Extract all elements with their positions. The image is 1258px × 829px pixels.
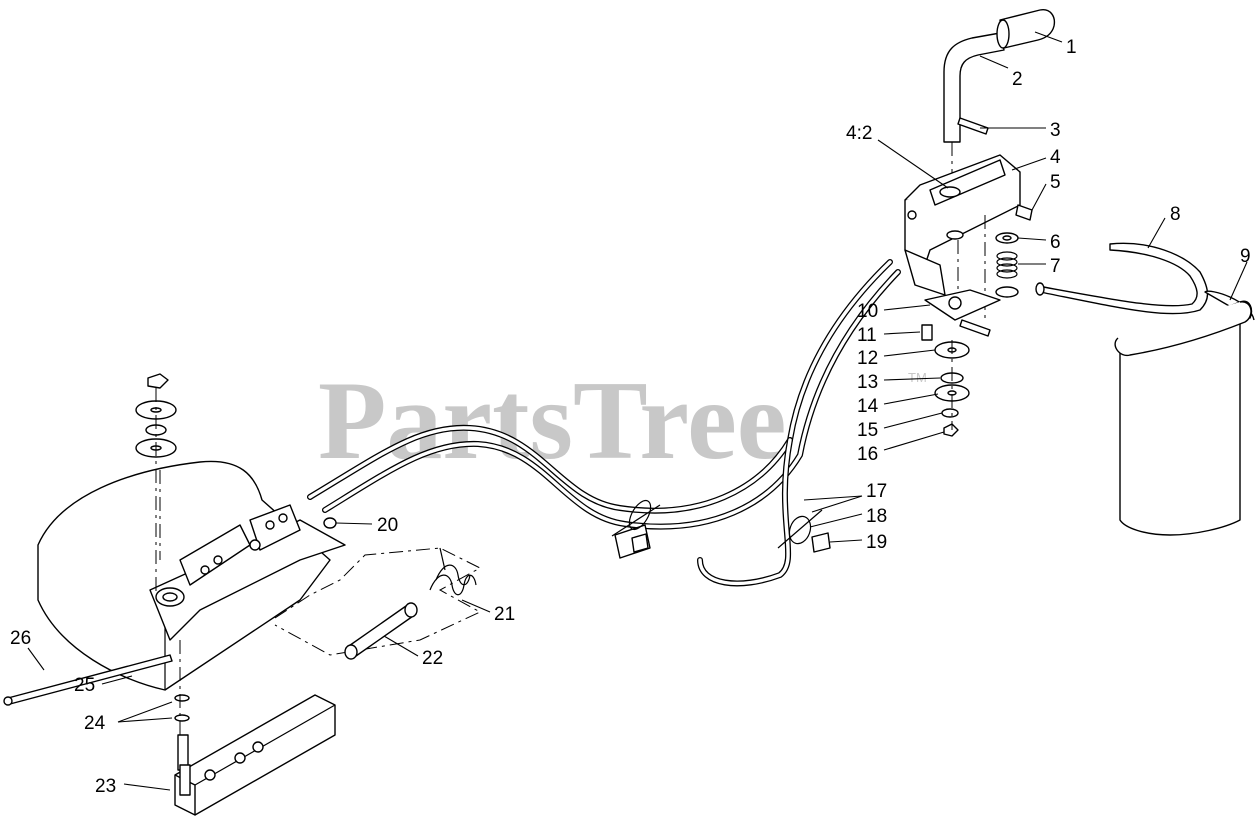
control-cables xyxy=(307,259,901,587)
watermark-trademark: TM xyxy=(908,370,927,385)
cover-sleeve xyxy=(1114,290,1255,536)
wire-handle xyxy=(1035,242,1209,315)
callout-9: 9 xyxy=(1240,246,1251,267)
callout-24: 24 xyxy=(84,713,106,734)
callout-22: 22 xyxy=(422,648,443,669)
control-bracket xyxy=(904,154,1033,437)
watermark-text: PartsTree xyxy=(318,359,787,483)
callout-15: 15 xyxy=(857,420,878,441)
control-handle xyxy=(943,9,1056,175)
callout-3: 3 xyxy=(1050,120,1061,141)
deflector-assembly xyxy=(174,640,336,816)
chute-hardware-stack xyxy=(135,373,177,600)
callout-26: 26 xyxy=(10,628,31,649)
callout-labels: 1 2 3 4:2 4 5 6 7 8 9 10 11 12 13 14 15 … xyxy=(10,37,1251,797)
callout-5: 5 xyxy=(1050,172,1061,193)
callout-4: 4 xyxy=(1050,147,1061,168)
pivot-rod xyxy=(3,654,173,706)
cable-clamps xyxy=(611,499,831,559)
callout-10: 10 xyxy=(857,301,878,322)
callout-25: 25 xyxy=(74,675,95,696)
callout-21: 21 xyxy=(494,604,515,625)
bracket-spring xyxy=(996,251,1018,279)
callout-17: 17 xyxy=(866,481,887,502)
callout-16: 16 xyxy=(857,444,878,465)
callout-6: 6 xyxy=(1050,232,1061,253)
watermark: PartsTree TM xyxy=(318,359,927,483)
callout-7: 7 xyxy=(1050,256,1061,277)
leader-lines xyxy=(27,31,1248,791)
callout-14: 14 xyxy=(857,396,879,417)
callout-20: 20 xyxy=(377,515,398,536)
callout-19: 19 xyxy=(866,532,887,553)
callout-8: 8 xyxy=(1170,204,1181,225)
spring-and-tube xyxy=(274,517,482,660)
spring xyxy=(429,547,477,596)
callout-2: 2 xyxy=(1012,69,1023,90)
discharge-chute xyxy=(37,460,346,691)
callout-11: 11 xyxy=(857,325,877,346)
callout-23: 23 xyxy=(95,776,116,797)
callout-13: 13 xyxy=(857,372,878,393)
callout-18: 18 xyxy=(866,506,887,527)
callout-12: 12 xyxy=(857,348,878,369)
callout-1: 1 xyxy=(1066,37,1077,58)
callout-4-2: 4:2 xyxy=(846,123,872,144)
